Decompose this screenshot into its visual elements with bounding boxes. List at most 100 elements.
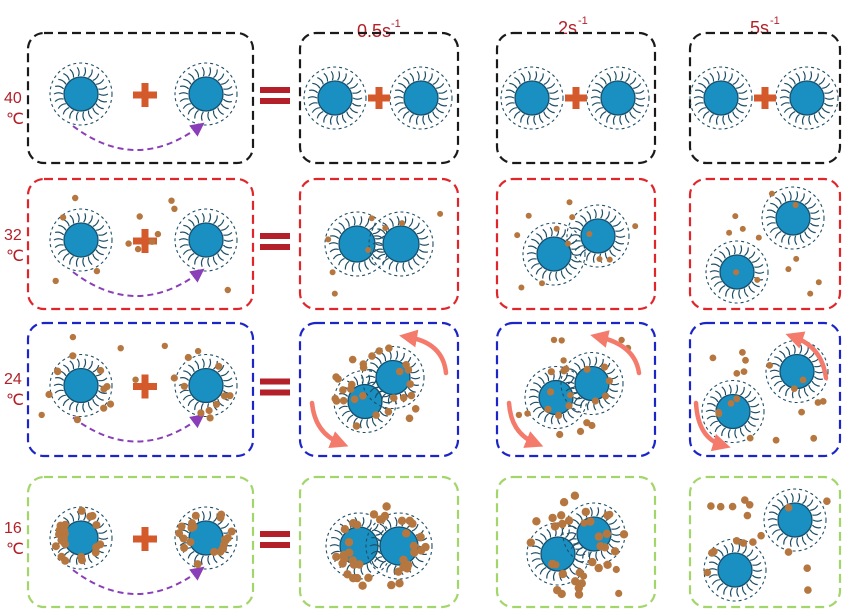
adsorbed-molecule: [772, 436, 780, 444]
adsorbed-molecule: [224, 286, 231, 294]
particle-core: [779, 353, 815, 390]
adsorbed-molecule: [555, 411, 563, 419]
ligand-chains: [307, 70, 363, 126]
adsorbed-molecule: [205, 406, 213, 415]
adsorbed-molecule: [596, 542, 605, 551]
adsorbed-molecule: [106, 400, 115, 408]
adsorbed-molecule: [170, 374, 178, 382]
adsorbed-molecule: [819, 398, 827, 405]
adsorbed-molecule: [618, 336, 625, 344]
adsorbed-molecule: [741, 496, 749, 504]
ligand-chains: [53, 66, 109, 122]
adsorbed-molecule: [742, 356, 749, 364]
adsorbed-molecule: [125, 240, 132, 247]
dashed-arc-arrow-icon: [72, 566, 205, 595]
adsorbed-molecule: [191, 511, 200, 520]
adsorbed-molecule: [612, 565, 620, 574]
adsorbed-molecule: [331, 394, 340, 403]
nanoparticle-icon: [174, 353, 238, 418]
adsorbed-molecule: [352, 573, 362, 583]
corona-outer-shell: [174, 353, 238, 418]
ligand-chains: [570, 208, 626, 264]
temperature-unit: ℃: [6, 392, 24, 409]
adsorbed-molecule: [352, 520, 362, 529]
adsorbed-molecule: [557, 511, 566, 520]
equals-icon: [260, 87, 290, 104]
panel-border: [688, 475, 842, 609]
nanoparticle-icon: [522, 222, 586, 286]
temperature-value: 16: [4, 520, 22, 537]
adsorbed-molecule: [619, 530, 629, 539]
ligand-chains: [504, 70, 560, 126]
adsorbed-molecule: [193, 560, 202, 569]
adsorbed-molecule: [180, 543, 189, 552]
adsorbed-molecule: [219, 544, 228, 553]
adsorbed-molecule: [576, 427, 585, 435]
equals-icon: [260, 531, 290, 548]
adsorbed-molecule: [197, 409, 205, 417]
adsorbed-molecule: [96, 540, 105, 549]
plus-icon: [754, 87, 776, 109]
adsorbed-molecule: [187, 524, 196, 532]
adsorbed-molecule: [792, 202, 799, 208]
ligand-chains: [526, 226, 582, 282]
equals-bar-bottom: [260, 98, 290, 104]
corona-outer-shell: [303, 66, 367, 130]
temperature-value: 32: [4, 227, 22, 244]
corona-outer-shell: [689, 66, 753, 130]
particle-core: [63, 367, 99, 404]
adsorbed-molecule: [365, 247, 372, 253]
adsorbed-molecule: [134, 245, 142, 253]
particle-core: [789, 80, 825, 116]
adsorbed-molecule: [559, 498, 569, 507]
rotation-arrow-icon: [309, 400, 349, 449]
adsorbed-molecule: [588, 557, 597, 567]
adsorbed-molecule: [338, 559, 347, 568]
particle-core: [188, 222, 224, 258]
adsorbed-molecule: [768, 190, 775, 197]
adsorbed-molecule: [586, 231, 593, 237]
adsorbed-molecule: [610, 547, 620, 556]
adsorbed-molecule: [558, 569, 567, 579]
adsorbed-molecule: [194, 347, 202, 355]
adsorbed-molecule: [395, 367, 404, 376]
corona-outer-shell: [174, 506, 238, 570]
shear-rate-label: 5s: [750, 18, 769, 38]
adsorbed-molecule: [382, 225, 389, 231]
corona-outer-shell: [49, 208, 113, 272]
adsorbed-molecule: [601, 392, 610, 400]
shear-panel-row-0-col-0: [298, 31, 460, 165]
temperature-value: 24: [4, 371, 22, 388]
adsorbed-molecule: [348, 355, 357, 364]
corona-outer-shell: [701, 379, 765, 444]
nanoparticle-icon: [368, 211, 434, 277]
adsorbed-molecule: [132, 376, 139, 383]
adsorbed-molecule: [100, 385, 108, 393]
adsorbed-molecule: [539, 280, 545, 287]
adsorbed-molecule: [375, 347, 384, 355]
equals-bar-bottom: [260, 542, 290, 548]
panel-border: [26, 475, 255, 609]
plus-bar-v: [761, 87, 769, 109]
particle-core: [580, 218, 616, 254]
adsorbed-molecule: [421, 542, 430, 552]
ligand-chains: [178, 66, 234, 122]
adsorbed-molecule: [577, 579, 586, 588]
adsorbed-molecule: [372, 411, 380, 419]
adsorbed-molecule: [755, 234, 762, 241]
rotation-arrow-icon: [399, 329, 449, 376]
adsorbed-molecule: [562, 365, 570, 373]
adsorbed-molecule: [352, 422, 361, 430]
nanoparticle-icon: [389, 66, 453, 130]
adsorbed-molecule: [346, 385, 355, 393]
adsorbed-molecule: [807, 290, 814, 297]
dashed-arc-arrow-icon: [72, 122, 205, 151]
adsorbed-molecule: [359, 392, 367, 400]
adsorbed-molecule: [216, 513, 225, 522]
adsorbed-molecule: [350, 395, 359, 404]
column-header-2: 5s -1: [750, 15, 780, 38]
ligand-chains: [178, 212, 234, 268]
panel-border: [26, 31, 255, 165]
plus-icon: [133, 229, 157, 253]
adsorbed-molecule: [594, 563, 603, 573]
